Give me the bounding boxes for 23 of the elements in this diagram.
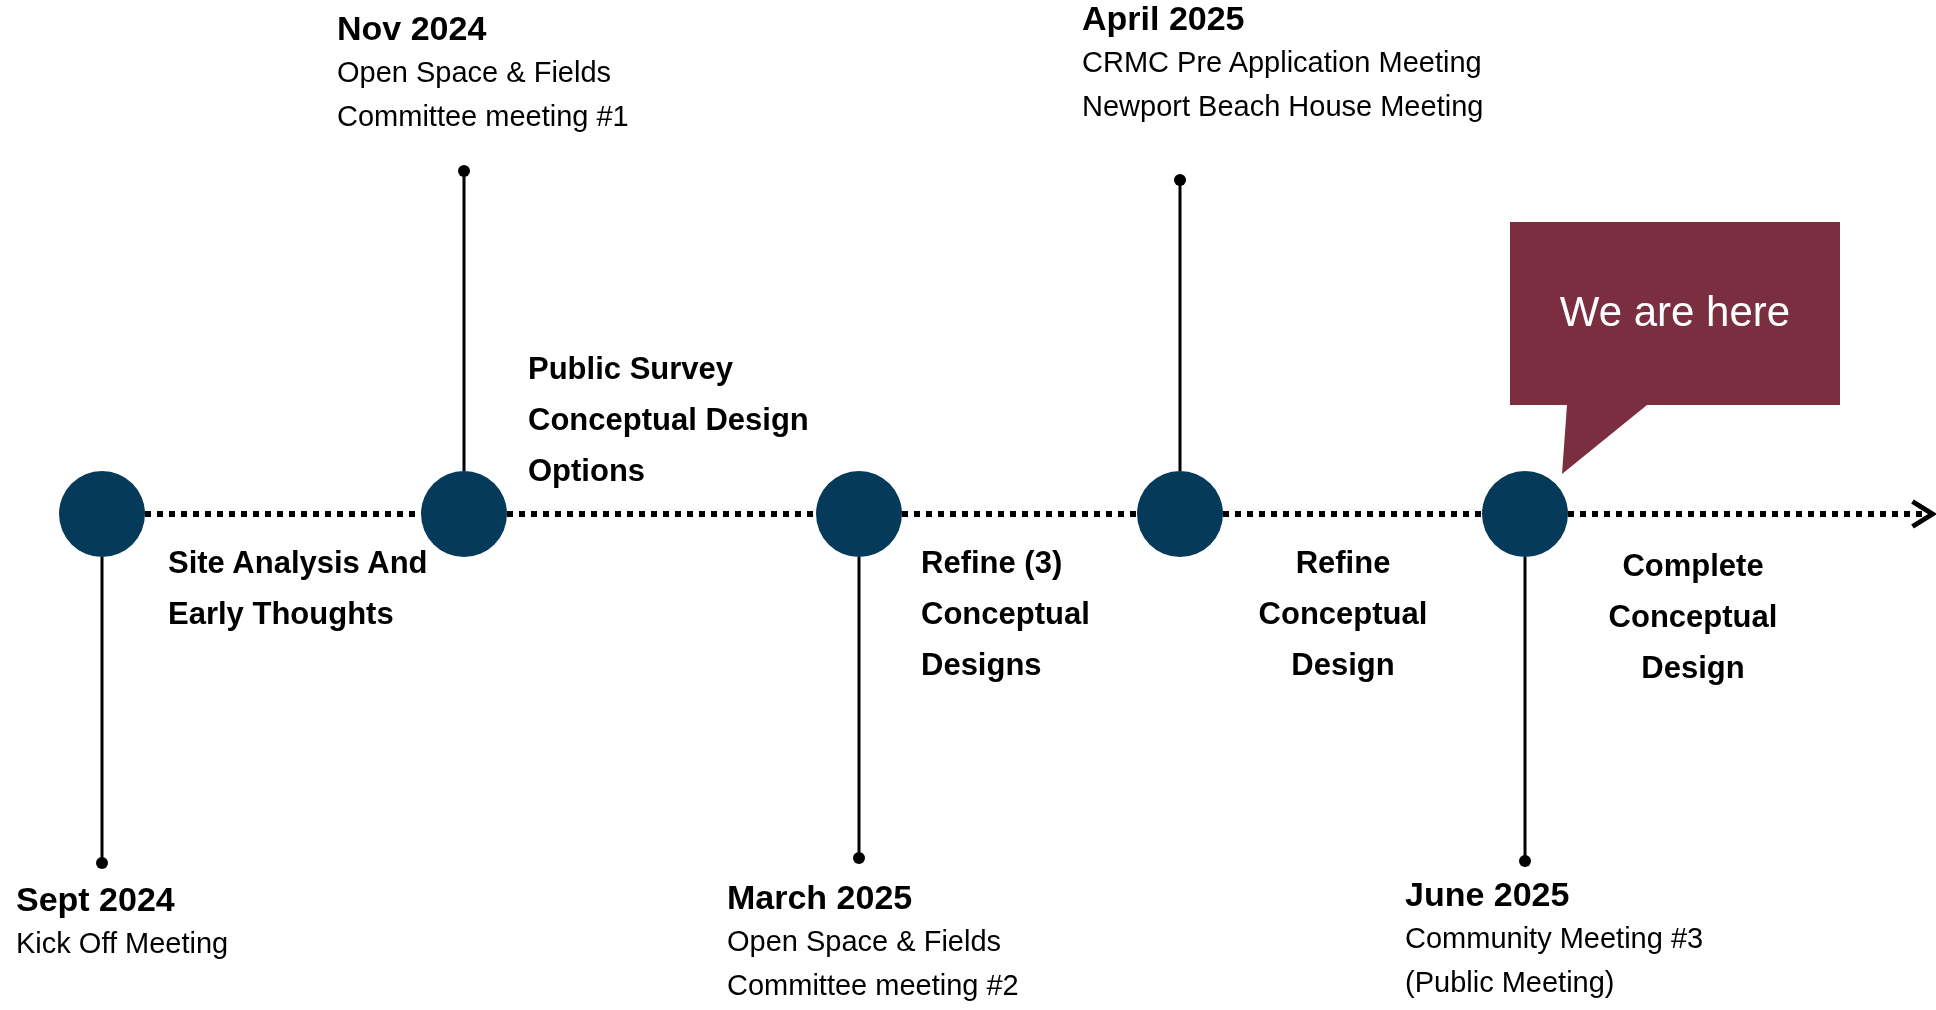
phase-label: Refine Conceptual Design <box>1257 544 1429 684</box>
milestone-description: Open Space & Fields Committee meeting #2 <box>727 924 1020 1003</box>
milestone-date: June 2025 <box>1405 874 1570 915</box>
leader-line <box>1519 557 1531 867</box>
milestone-date: Sept 2024 <box>16 879 175 920</box>
leader-line <box>458 165 470 471</box>
milestone-description: Newport Beach House Meeting <box>1082 89 1484 124</box>
phase-label: Refine (3) Conceptual Designs <box>921 544 1091 684</box>
milestone-description: Community Meeting #3 (Public Meeting) <box>1405 921 1705 1000</box>
leader-line <box>1174 174 1186 471</box>
milestone-description: CRMC Pre Application Meeting <box>1082 45 1482 80</box>
milestone-date: Nov 2024 <box>337 8 487 49</box>
timeline-arrow <box>1568 499 1935 529</box>
callout-text: We are here <box>1558 287 1792 337</box>
milestone-date: April 2025 <box>1082 0 1245 39</box>
milestone-date: March 2025 <box>727 877 913 918</box>
phase-label: Complete Conceptual Design <box>1607 547 1779 687</box>
phase-label: Public Survey Conceptual Design Options <box>528 350 810 490</box>
leader-line <box>96 557 108 869</box>
leader-line <box>853 557 865 864</box>
phase-label: Site Analysis And Early Thoughts <box>168 544 429 633</box>
milestone-description: Kick Off Meeting <box>16 926 229 961</box>
milestone-description: Open Space & Fields Committee meeting #1 <box>337 55 630 134</box>
